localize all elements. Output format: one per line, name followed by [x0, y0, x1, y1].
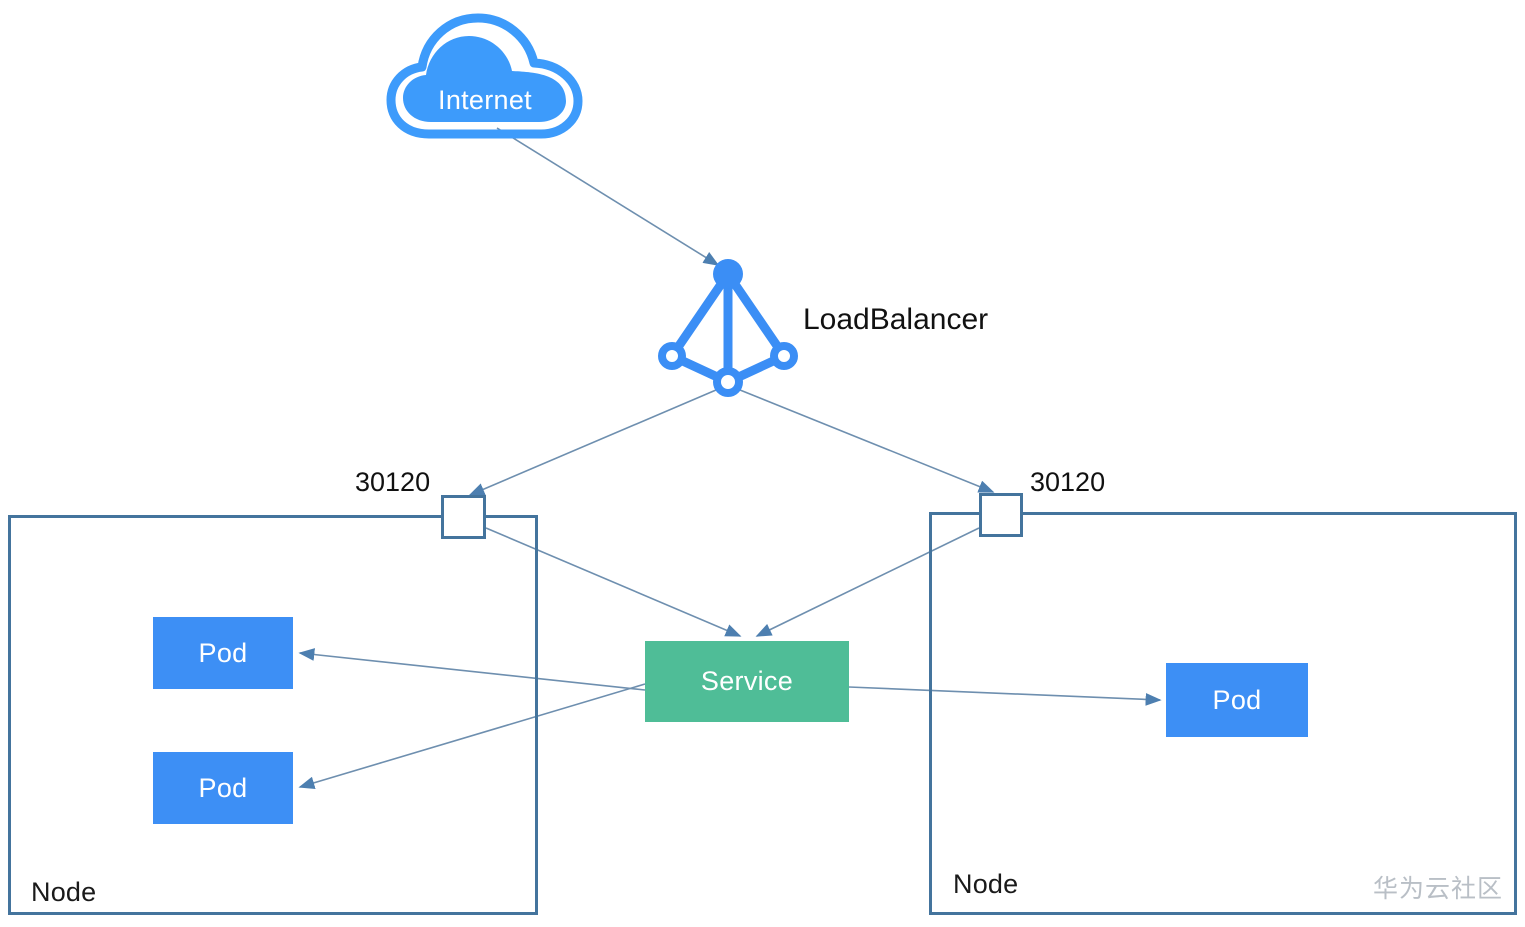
node-label-right: Node [953, 869, 1019, 899]
loadbalancer-icon-wrap[interactable] [650, 252, 810, 402]
edge-service-to-pod-left-bottom [298, 683, 646, 790]
cloud-icon [386, 13, 583, 139]
pod-left-bottom-label: Pod [198, 772, 248, 803]
nodeport-label-left: 30120 [355, 467, 431, 497]
edge-loadbalancer-to-port-right [739, 389, 995, 493]
node-box-left[interactable] [8, 515, 538, 915]
edge-internet-to-loadbalancer [496, 127, 720, 266]
loadbalancer-pyramid-icon [658, 259, 798, 397]
pod-right[interactable]: Pod [1166, 663, 1308, 737]
edge-loadbalancer-to-port-left [468, 389, 717, 496]
node-box-right[interactable] [929, 512, 1517, 915]
internet-cloud[interactable]: Internet [385, 8, 585, 140]
nodeport-box-left[interactable] [441, 495, 486, 539]
edge-port-right-to-service [755, 527, 980, 637]
watermark: 华为云社区 [1372, 875, 1503, 903]
pod-left-top-label: Pod [198, 637, 248, 668]
pod-right-label: Pod [1212, 684, 1262, 715]
edge-service-to-pod-right [848, 686, 1162, 706]
nodeport-label-right: 30120 [1030, 467, 1106, 497]
pod-left-top[interactable]: Pod [153, 617, 293, 689]
node-label-left: Node [31, 877, 97, 907]
service-box[interactable]: Service [645, 641, 849, 722]
edge-port-left-to-service [485, 527, 742, 637]
pod-left-bottom[interactable]: Pod [153, 752, 293, 824]
loadbalancer-label: LoadBalancer [803, 303, 989, 336]
edge-service-to-pod-left-top [298, 648, 646, 691]
nodeport-box-right[interactable] [979, 493, 1023, 537]
service-label: Service [700, 666, 794, 696]
